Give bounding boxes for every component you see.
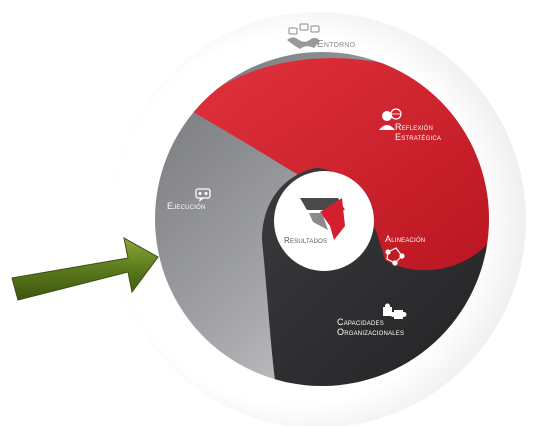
label-entorno: Entorno [317, 39, 356, 50]
world-map-speech-icon [287, 23, 320, 49]
label-capacidades: Capacidades Organizacionales [337, 317, 404, 337]
label-alineacion: Alineación [385, 234, 426, 244]
label-reflexion: Reflexión Estratégica [395, 122, 441, 142]
puzzle-pieces-icon [383, 303, 407, 319]
execution-chat-icon [195, 188, 211, 202]
label-capacidades-line2: Organizacionales [337, 327, 405, 337]
strategy-person-globe-icon [379, 108, 402, 130]
label-reflexion-line1: Reflexión [395, 122, 433, 132]
label-reflexion-line2: Estratégica [395, 132, 442, 142]
segment-reflexion [190, 58, 489, 282]
label-resultados: Resultados [284, 236, 328, 245]
green-pointer-arrow [11, 237, 159, 301]
resultados-logo-icon [300, 198, 345, 240]
label-capacidades-line1: Capacidades [337, 317, 384, 327]
alignment-network-icon [385, 247, 405, 266]
label-ejecucion: Ejecución [167, 201, 206, 211]
